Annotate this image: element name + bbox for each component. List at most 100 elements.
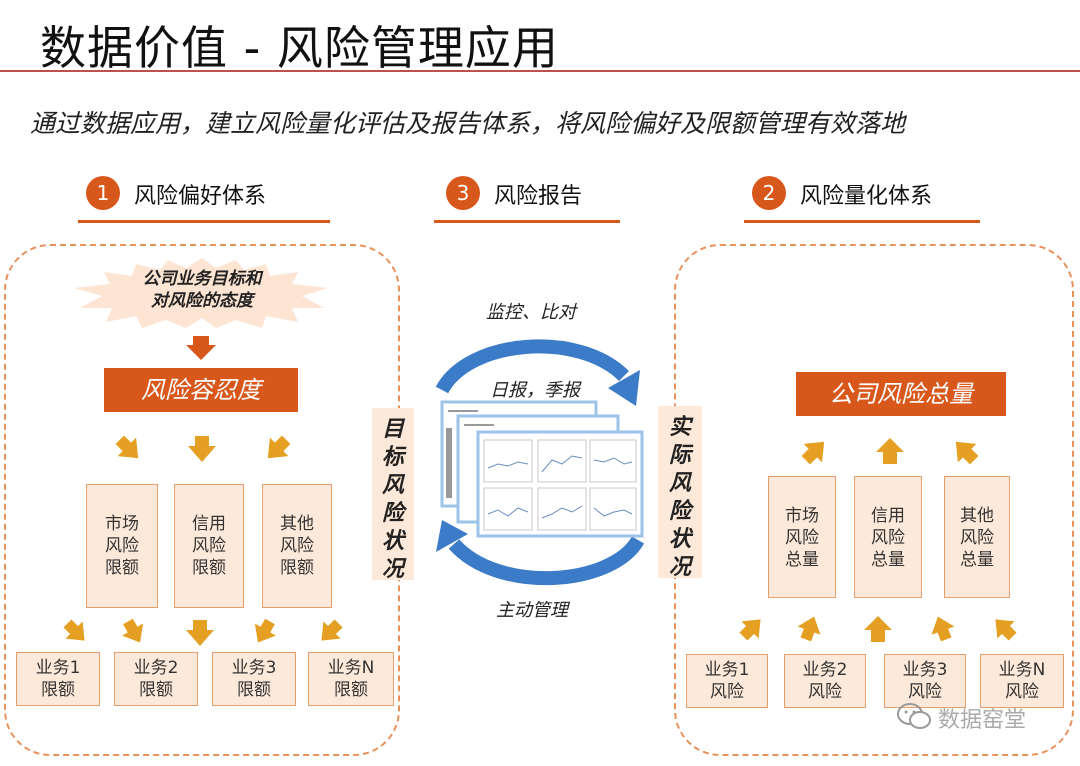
box-line: 总量 [871,550,905,570]
box-line: 业务N [327,658,375,678]
box-line: 风险 [710,682,744,702]
market-risk-limit-box: 市场 风险 限额 [86,484,158,608]
box-line: 其他 [960,506,994,526]
diagonal-arrow-icon [115,435,139,459]
starburst-shape [74,258,328,328]
diagonal-arrow-icon [254,618,276,643]
box-line: 限额 [105,558,139,578]
section-label: 风险量化体系 [800,184,933,209]
vertical-char: 目 [381,417,404,442]
market-risk-total-box: 市场 风险 总量 [768,476,836,598]
box-line: 业务1 [704,660,750,680]
box-line: 限额 [237,680,271,700]
box-line: 风险 [192,536,226,556]
section-label: 风险偏好体系 [134,184,267,209]
down-arrow-icon [186,336,216,360]
business-goal-text: 公司业务目标和 对风险的态度 [106,268,298,312]
diagonal-up-arrow-icon [801,441,825,465]
box-line: 风险 [1005,682,1039,702]
report-thumbnails-image [440,400,644,538]
cycle-arrows [435,339,645,585]
box-line: 业务N [998,660,1046,680]
watermark-text: 数据窑堂 [938,708,1027,733]
credit-risk-limit-box: 信用 风险 限额 [174,484,244,608]
business-limit-box: 业务2 限额 [114,652,198,706]
title-divider [0,70,1080,72]
section-header-quant: 2 风险量化体系 [744,176,992,223]
business-risk-box: 业务1 风险 [686,654,768,708]
vertical-char: 况 [381,557,404,582]
daily-quarterly-caption: 日报，季报 [490,380,580,401]
box-line: 限额 [334,680,368,700]
vertical-char: 险 [668,499,691,524]
diagonal-arrow-icon [321,619,343,641]
arrowhead-icon [436,520,468,552]
box-line: 风险 [871,528,905,548]
box-line: 市场 [785,506,819,526]
business-risk-box: 业务N 风险 [980,654,1064,708]
box-line: 限额 [41,680,75,700]
bottom-arc [448,536,645,585]
box-line: 业务1 [35,658,81,678]
arrowhead-icon [608,370,640,406]
vertical-char: 际 [668,443,691,468]
wechat-icon [897,703,931,729]
target-risk-label: 目标风险状况 [372,408,414,582]
section-number: 3 [446,176,480,210]
actual-risk-label: 实际风险状况 [658,406,702,580]
section-header-report: 3 风险报告 [434,176,626,223]
credit-risk-total-box: 信用 风险 总量 [854,476,922,598]
box-line: 限额 [280,558,314,578]
box-line: 总量 [960,550,994,570]
section-rule [434,220,620,223]
business-goal-line: 公司业务目标和 [142,269,262,289]
diagonal-up-arrow-icon [955,441,979,465]
other-risk-total-box: 其他 风险 总量 [944,476,1010,598]
box-line: 风险 [808,682,842,702]
business-risk-box: 业务2 风险 [784,654,866,708]
box-line: 业务3 [231,658,277,678]
box-line: 限额 [192,558,226,578]
monitor-compare-caption: 监控、比对 [486,302,576,323]
page-subtitle: 通过数据应用，建立风险量化评估及报告体系，将风险偏好及限额管理有效落地 [30,109,906,138]
section-label: 风险报告 [494,184,583,209]
vertical-char: 实 [668,415,691,440]
up-arrow-icon [864,616,892,642]
box-line: 信用 [871,506,905,526]
box-line: 信用 [192,514,226,534]
down-arrow-icon [188,436,216,462]
section-rule [744,220,980,223]
box-line: 风险 [280,536,314,556]
diagonal-arrow-icon [122,618,144,643]
page-title: 数据价值 - 风险管理应用 [40,21,559,75]
risk-tolerance-box: 风险容忍度 [104,368,298,412]
box-line: 限额 [139,680,173,700]
business-limit-box: 业务1 限额 [16,652,100,706]
vertical-label-text: 目标风险状况 [372,416,414,584]
box-line: 业务2 [133,658,179,678]
top-arc [435,339,629,394]
company-risk-total-box: 公司风险总量 [796,372,1006,416]
diagonal-arrow-icon [63,619,85,641]
section-header-appetite: 1 风险偏好体系 [78,176,336,223]
vertical-char: 风 [381,473,404,498]
vertical-char: 标 [381,445,404,470]
box-line: 总量 [785,550,819,570]
vertical-char: 状 [381,529,404,554]
business-limit-box: 业务N 限额 [308,652,394,706]
section-number: 2 [752,176,786,210]
box-line: 市场 [105,514,139,534]
diagonal-up-arrow-icon [739,619,761,641]
vertical-label-text: 实际风险状况 [658,414,702,582]
vertical-char: 风 [668,471,691,496]
box-line: 风险 [960,528,994,548]
vertical-char: 况 [668,555,691,580]
active-management-caption: 主动管理 [496,600,568,621]
section-rule [78,220,330,223]
down-arrow-icon [186,620,214,646]
business-limit-box: 业务3 限额 [212,652,296,706]
diagonal-arrow-icon [267,435,291,459]
box-line: 风险 [785,528,819,548]
box-line: 风险 [105,536,139,556]
box-line: 其他 [280,514,314,534]
